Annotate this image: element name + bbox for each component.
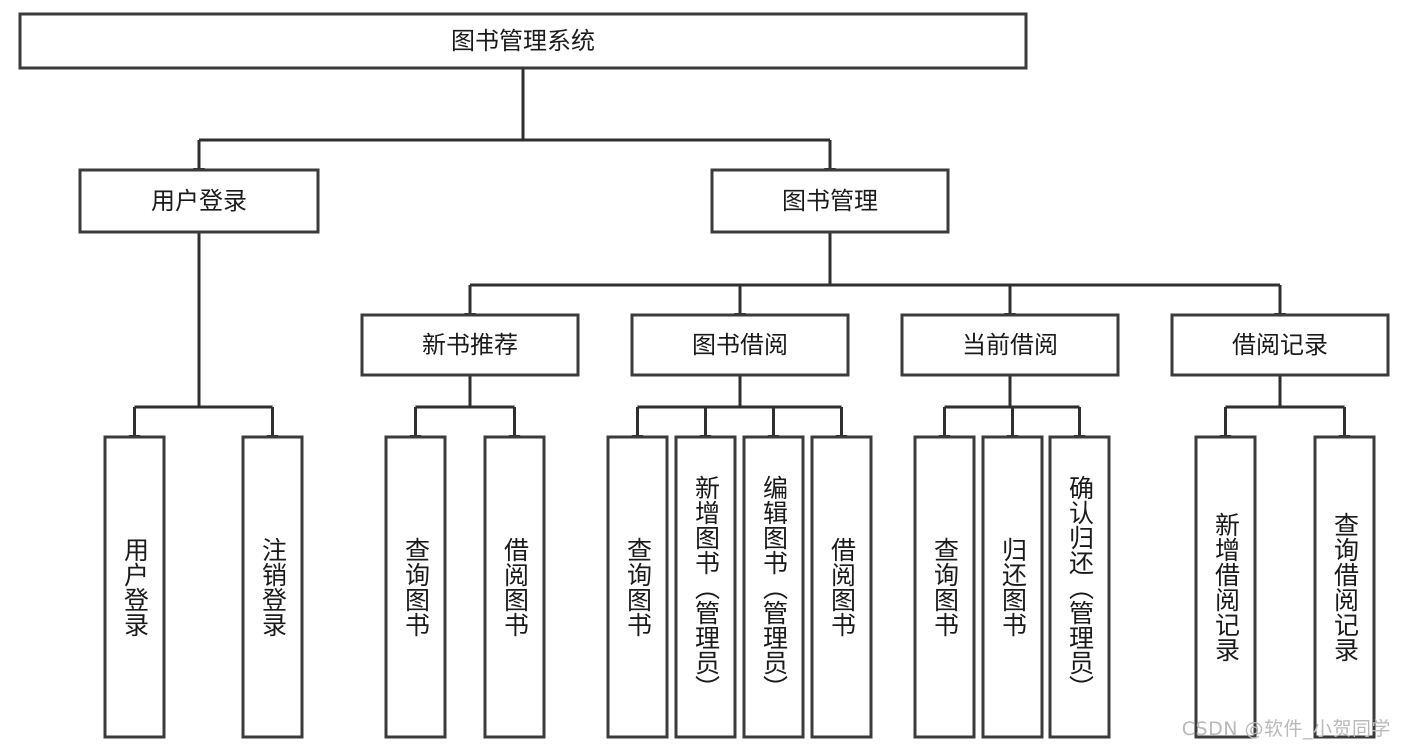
node-label-leaf-borrow-book-1: 借阅图书 [500, 537, 530, 637]
node-box-leaf-query-book-1[interactable] [384, 435, 447, 739]
node-box-leaf-user-login[interactable] [103, 435, 166, 739]
node-box-user-login[interactable] [78, 168, 320, 234]
node-book-manage[interactable]: 图书管理 [710, 168, 950, 234]
node-label-leaf-confirm-return: 确认归还（管理员） [1065, 474, 1095, 700]
node-label-leaf-logout: 注销登录 [258, 537, 288, 637]
node-box-leaf-add-record[interactable] [1194, 435, 1257, 739]
node-label-current-borrow: 当前借阅 [962, 331, 1058, 359]
node-label-leaf-user-login: 用户登录 [120, 537, 150, 637]
node-leaf-user-login[interactable] [103, 435, 166, 739]
node-root[interactable]: 图书管理系统 [18, 12, 1028, 70]
node-leaf-edit-book[interactable] [742, 435, 805, 739]
node-label-book-manage: 图书管理 [782, 187, 878, 215]
node-leaf-query-book-2[interactable] [606, 435, 669, 739]
node-box-leaf-query-record[interactable] [1313, 435, 1376, 739]
node-leaf-add-record[interactable] [1194, 435, 1257, 739]
node-label-leaf-add-record: 新增借阅记录 [1211, 512, 1241, 662]
node-box-book-borrow[interactable] [630, 313, 850, 377]
node-leaf-logout[interactable] [241, 435, 304, 739]
node-box-book-manage[interactable] [710, 168, 950, 234]
node-leaf-query-record[interactable] [1313, 435, 1376, 739]
node-label-leaf-query-record: 查询借阅记录 [1330, 512, 1360, 662]
node-label-leaf-add-book: 新增图书（管理员） [691, 474, 721, 700]
node-label-leaf-query-book-1: 查询图书 [401, 537, 431, 637]
node-current-borrow[interactable]: 当前借阅 [900, 313, 1120, 377]
node-label-leaf-return-book: 归还图书 [998, 537, 1028, 637]
node-leaf-query-book-3[interactable] [913, 435, 976, 739]
node-label-book-borrow: 图书借阅 [692, 331, 788, 359]
node-leaf-borrow-book-1[interactable] [483, 435, 546, 739]
node-box-leaf-logout[interactable] [241, 435, 304, 739]
node-label-user-login: 用户登录 [151, 187, 247, 215]
node-leaf-return-book[interactable] [981, 435, 1044, 739]
node-borrow-record[interactable]: 借阅记录 [1170, 313, 1390, 377]
node-label-new-book-rec: 新书推荐 [422, 331, 518, 359]
node-leaf-query-book-1[interactable] [384, 435, 447, 739]
node-box-leaf-return-book[interactable] [981, 435, 1044, 739]
node-box-current-borrow[interactable] [900, 313, 1120, 377]
node-box-leaf-add-book[interactable] [674, 435, 737, 739]
node-label-root: 图书管理系统 [451, 27, 595, 55]
node-label-leaf-query-book-3: 查询图书 [930, 537, 960, 637]
node-box-leaf-confirm-return[interactable] [1048, 435, 1111, 739]
node-box-leaf-query-book-3[interactable] [913, 435, 976, 739]
node-label-leaf-query-book-2: 查询图书 [623, 537, 653, 637]
node-box-leaf-edit-book[interactable] [742, 435, 805, 739]
node-label-leaf-edit-book: 编辑图书（管理员） [759, 474, 789, 700]
node-user-login[interactable]: 用户登录 [78, 168, 320, 234]
node-label-borrow-record: 借阅记录 [1232, 331, 1328, 359]
node-box-new-book-rec[interactable] [360, 313, 580, 377]
node-leaf-borrow-book-2[interactable] [810, 435, 873, 739]
edge-layer [128, 68, 1351, 445]
node-leaf-confirm-return[interactable] [1048, 435, 1111, 739]
node-label-leaf-borrow-book-2: 借阅图书 [827, 537, 857, 637]
node-box-root[interactable] [18, 12, 1028, 70]
node-new-book-rec[interactable]: 新书推荐 [360, 313, 580, 377]
node-book-borrow[interactable]: 图书借阅 [630, 313, 850, 377]
node-leaf-add-book[interactable] [674, 435, 737, 739]
node-box-leaf-query-book-2[interactable] [606, 435, 669, 739]
node-box-leaf-borrow-book-1[interactable] [483, 435, 546, 739]
node-box-borrow-record[interactable] [1170, 313, 1390, 377]
node-box-leaf-borrow-book-2[interactable] [810, 435, 873, 739]
